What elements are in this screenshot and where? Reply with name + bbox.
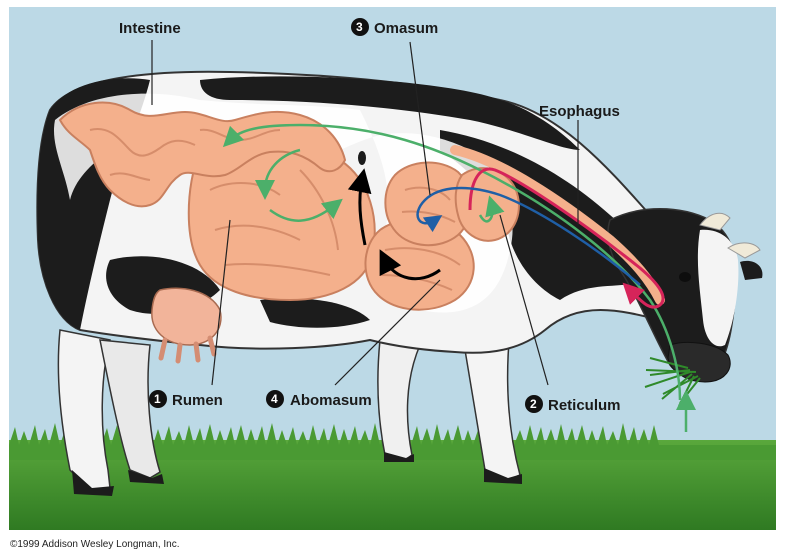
leader-lines xyxy=(151,40,579,386)
label-rumen-group: 1 Rumen xyxy=(149,390,223,409)
label-omasum: Omasum xyxy=(374,20,438,37)
label-intestine: Intestine xyxy=(119,20,181,37)
label-abomasum: Abomasum xyxy=(290,392,372,409)
rumen-number-marker xyxy=(149,390,167,408)
copyright-credit: ©1999 Addison Wesley Longman, Inc. xyxy=(10,539,180,550)
label-omasum-group: 3 Omasum xyxy=(351,18,438,37)
reticulum-number: 2 xyxy=(530,397,537,411)
reticulum-organ xyxy=(454,167,520,242)
abomasum-number: 4 xyxy=(271,392,278,406)
cow-head xyxy=(607,208,763,383)
cow-legs xyxy=(57,319,522,496)
omasum-number-marker xyxy=(351,18,369,36)
label-reticulum-group: 2 Reticulum xyxy=(525,395,621,414)
food-flow-paths xyxy=(222,123,696,432)
omasum-organ xyxy=(384,161,472,247)
label-esophagus: Esophagus xyxy=(539,103,620,120)
reticulum-number-marker xyxy=(525,395,543,413)
intestine-organ xyxy=(58,101,347,208)
omasum-number: 3 xyxy=(356,20,363,34)
abomasum-number-marker xyxy=(266,390,284,408)
label-abomasum-group: 4 Abomasum xyxy=(266,390,372,409)
esophagus-organ xyxy=(450,145,665,305)
rumen-number: 1 xyxy=(154,392,161,406)
label-rumen: Rumen xyxy=(172,392,223,409)
label-reticulum: Reticulum xyxy=(548,397,621,414)
